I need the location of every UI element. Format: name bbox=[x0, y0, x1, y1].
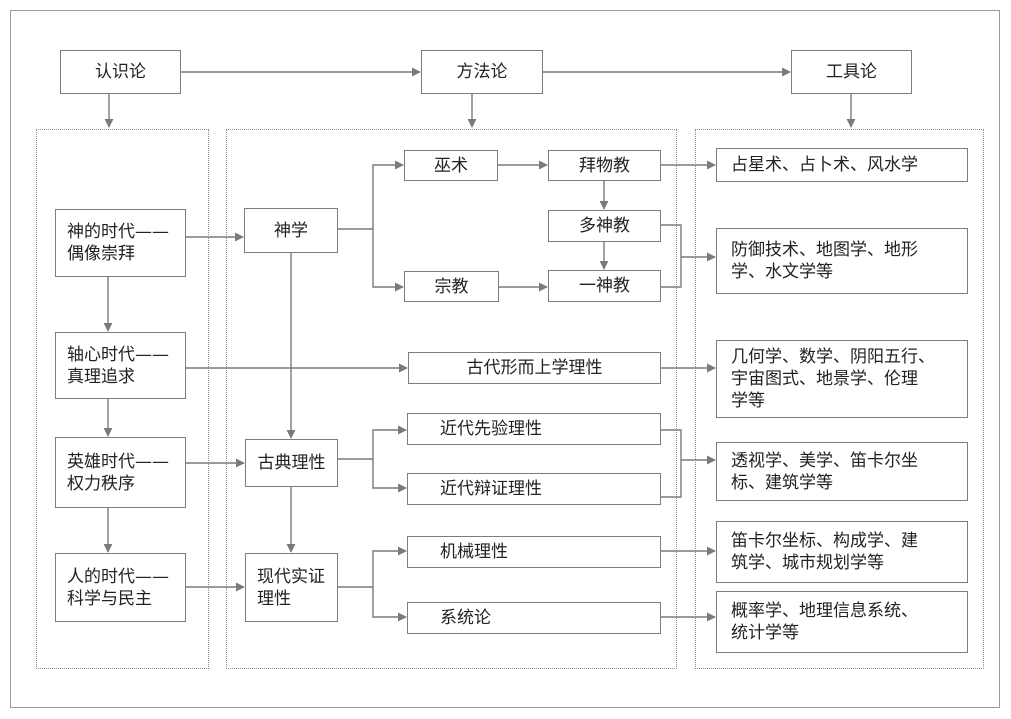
modern-apriori-box: 近代先验理性 bbox=[407, 413, 661, 445]
modern-dialectic-box: 近代辩证理性 bbox=[407, 473, 661, 505]
era-heroes-box: 英雄时代—— 权力秩序 bbox=[55, 437, 186, 508]
religion-box: 宗教 bbox=[404, 271, 499, 302]
epistemology-zone bbox=[36, 129, 209, 669]
era-humans-box: 人的时代—— 科学与民主 bbox=[55, 553, 186, 622]
instrumentalism-header: 工具论 bbox=[791, 50, 912, 94]
tool-defense-box: 防御技术、地图学、地形 学、水文学等 bbox=[716, 228, 968, 294]
classical-rationality-box: 古典理性 bbox=[245, 439, 338, 487]
tool-probability-box: 概率学、地理信息系统、 统计学等 bbox=[716, 591, 968, 653]
era-gods-box: 神的时代—— 偶像崇拜 bbox=[55, 209, 186, 277]
witchcraft-box: 巫术 bbox=[404, 150, 498, 181]
arrow-theology-witchcraft bbox=[338, 160, 404, 230]
methodology-header: 方法论 bbox=[421, 50, 543, 94]
ancient-metaphysics-box: 古代形而上学理性 bbox=[408, 352, 661, 384]
era-axial-box: 轴心时代—— 真理追求 bbox=[55, 332, 186, 399]
arrow-positivism-systems bbox=[372, 587, 407, 622]
bracket-apriori-dialectic bbox=[661, 429, 682, 498]
tool-geometry-box: 几何学、数学、阴阳五行、 宇宙图式、地景学、伦理 学等 bbox=[716, 340, 968, 418]
figure-frame bbox=[10, 10, 1000, 708]
mechanical-rationality-box: 机械理性 bbox=[407, 536, 661, 568]
tool-descartes-box: 笛卡尔坐标、构成学、建 筑学、城市规划学等 bbox=[716, 521, 968, 583]
arrow-classical-dialectic bbox=[372, 459, 407, 493]
bracket-poly-mono bbox=[661, 224, 682, 288]
arrow-theology-religion bbox=[372, 229, 404, 292]
arrow-positivism-mechanical bbox=[338, 546, 407, 588]
epistemology-header: 认识论 bbox=[60, 50, 181, 94]
systems-theory-box: 系统论 bbox=[407, 602, 661, 634]
methodology-zone bbox=[226, 129, 677, 669]
polytheism-box: 多神教 bbox=[548, 210, 661, 242]
instrumentalism-zone bbox=[695, 129, 984, 669]
theology-box: 神学 bbox=[244, 208, 338, 253]
fetishism-box: 拜物教 bbox=[548, 150, 661, 181]
modern-positivism-box: 现代实证 理性 bbox=[245, 553, 338, 622]
monotheism-box: 一神教 bbox=[548, 270, 661, 302]
tool-perspective-box: 透视学、美学、笛卡尔坐 标、建筑学等 bbox=[716, 442, 968, 501]
arrow-classical-apriori bbox=[338, 425, 407, 460]
tool-divination-box: 占星术、占卜术、风水学 bbox=[716, 148, 968, 182]
